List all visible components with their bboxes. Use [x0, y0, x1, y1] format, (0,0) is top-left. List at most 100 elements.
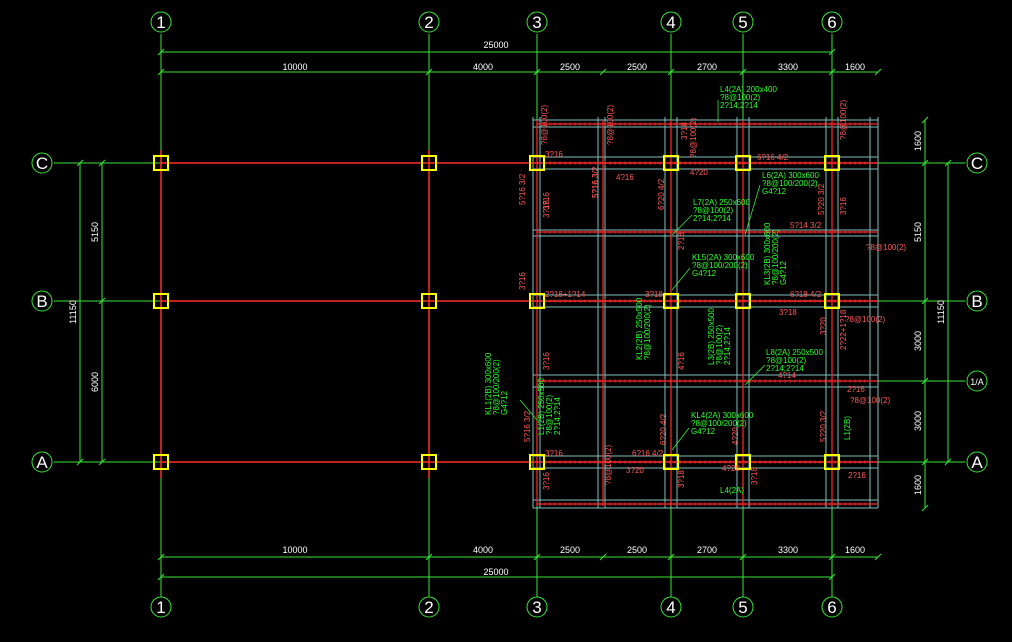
axis-bubble-4	[660, 11, 682, 33]
dimension-text-right-segment: 3000	[913, 411, 923, 431]
annotation-rebar-red: 3?18	[750, 467, 759, 485]
annotation-leader-line	[744, 364, 766, 386]
column	[735, 293, 751, 309]
axis-label-C: C	[36, 154, 48, 173]
annotation-beam-green: L4(2A)	[720, 486, 744, 495]
dimension-text-left-segment: 6000	[90, 372, 100, 392]
axis-bubble-2	[418, 596, 440, 618]
annotation-beam-green: ?8@100/200(2)	[692, 261, 748, 270]
dimension-tick	[828, 573, 836, 581]
annotation-rebar-red: 3?16	[545, 150, 563, 159]
annotation-rebar-red: 3?18	[645, 290, 663, 299]
axis-bubble-A	[31, 451, 53, 473]
annotation-beam-green: G4?12	[779, 260, 788, 285]
annotation-rebar-red: 3?20	[819, 317, 828, 335]
annotation-beam-green: 2?14;2?14	[553, 397, 562, 435]
dimension-tick	[98, 297, 106, 305]
annotation-rebar-red: 4?16	[677, 352, 686, 370]
annotation-rebar-red: 5?16 3/2	[518, 173, 527, 205]
annotation-leader-line	[744, 184, 761, 236]
axis-label-B: B	[971, 292, 982, 311]
annotation-beam-green: ?8@100/200(2)	[691, 419, 747, 428]
annotation-rebar-red: 3?16	[518, 272, 527, 290]
annotation-beam-green: G4?12	[691, 427, 716, 436]
annotation-beam-green: L1(2B) 250x500	[537, 378, 546, 435]
dimension-text-top-segment: 3300	[778, 62, 798, 72]
annotation-rebar-red: 3?16	[545, 449, 563, 458]
annotation-rebar-red: ?8@100(2)	[839, 100, 848, 140]
annotation-beam-green: L3(2B) 250x500	[707, 308, 716, 365]
axis-bubble-C	[966, 152, 988, 174]
annotation-beam-green: KL2(2B) 250x500	[635, 297, 644, 360]
dimension-tick	[98, 458, 106, 466]
annotation-rebar-red: 2?18+1?14	[545, 290, 586, 299]
annotation-rebar-red: ?8@100(2)	[850, 396, 890, 405]
annotation-rebar-red: ?8@100(2)	[866, 243, 906, 252]
dimension-tick	[828, 553, 836, 561]
annotation-beam-green: ?8@100(2)	[545, 395, 554, 435]
annotation-beam-green: L6(2A) 300x600	[762, 171, 819, 180]
annotation-rebar-red: 2?16	[847, 385, 865, 394]
axis-bubble-B	[31, 290, 53, 312]
annotation-rebar-red: 5?16 3/2	[523, 410, 532, 442]
annotation-rebar-red: 2?18	[677, 232, 686, 250]
dimension-tick	[157, 553, 165, 561]
annotation-rebar-red: 3?18	[680, 122, 689, 140]
axis-label-A: A	[971, 453, 983, 472]
axis-bubble-5	[732, 596, 754, 618]
dimension-tick	[157, 48, 165, 56]
annotation-leader-line	[519, 399, 538, 421]
dimension-text-bottom-segment: 2500	[560, 545, 580, 555]
annotation-rebar-red: 6?16 4/2	[757, 153, 789, 162]
annotation-beam-green: ?8@100(2)	[766, 356, 806, 365]
axis-label-1A: 1/A	[970, 377, 984, 387]
axis-bubble-2	[418, 11, 440, 33]
dimension-text-top-segment: 10000	[282, 62, 307, 72]
dimension-tick	[921, 159, 929, 167]
dimension-text-right-overall: 11150	[936, 300, 946, 324]
dimension-tick	[739, 68, 747, 76]
axis-label-6: 6	[827, 13, 836, 32]
column	[735, 155, 751, 171]
annotation-beam-green: 2?14;2?14	[723, 327, 732, 365]
annotation-rebar-red: ?8@100(2)	[689, 118, 698, 158]
axis-bubble-C	[31, 152, 53, 174]
axis-bubble-1	[150, 11, 172, 33]
annotation-rebar-red: ?8@100(2)	[540, 105, 549, 145]
annotation-rebar-red: ?8@100(2)	[604, 445, 613, 485]
dimension-tick	[425, 68, 433, 76]
annotation-rebar-red: 6?20 4/2	[659, 413, 668, 445]
annotation-beam-green: 2?14;2?14	[693, 214, 731, 223]
annotation-beam-green: 2?14;2?14	[766, 364, 804, 373]
dimension-tick	[599, 553, 607, 561]
dimension-tick	[76, 159, 84, 167]
dimension-text-bottom-segment: 1600	[845, 545, 865, 555]
annotation-beam-green: ?8@100(2)	[720, 93, 760, 102]
dimension-tick	[157, 68, 165, 76]
axis-label-C: C	[971, 154, 983, 173]
annotation-rebar-red: 3?16	[542, 352, 551, 370]
column	[824, 454, 840, 470]
annotation-rebar-red: 3?16	[542, 200, 551, 218]
axis-label-2: 2	[424, 598, 433, 617]
axis-label-5: 5	[738, 598, 747, 617]
annotation-rebar-red: 4?20	[722, 464, 740, 473]
dimension-tick	[157, 573, 165, 581]
annotation-beam-green: G4?12	[500, 390, 509, 415]
dimension-text-left-overall: 11150	[68, 300, 78, 324]
dimension-tick	[828, 68, 836, 76]
annotation-beam-green: L7(2A) 250x600	[693, 198, 750, 207]
dimension-text-right-segment: 1600	[913, 475, 923, 495]
axis-label-2: 2	[424, 13, 433, 32]
dimension-text-top-overall: 25000	[483, 40, 508, 50]
column	[153, 155, 169, 171]
dimension-text-right-segment: 3000	[913, 331, 923, 351]
annotation-rebar-red: 3?16	[542, 192, 551, 210]
annotation-rebar-red: 6?18 4/2	[790, 290, 822, 299]
column	[529, 454, 545, 470]
annotation-rebar-red: 6?16 4/2	[632, 449, 664, 458]
